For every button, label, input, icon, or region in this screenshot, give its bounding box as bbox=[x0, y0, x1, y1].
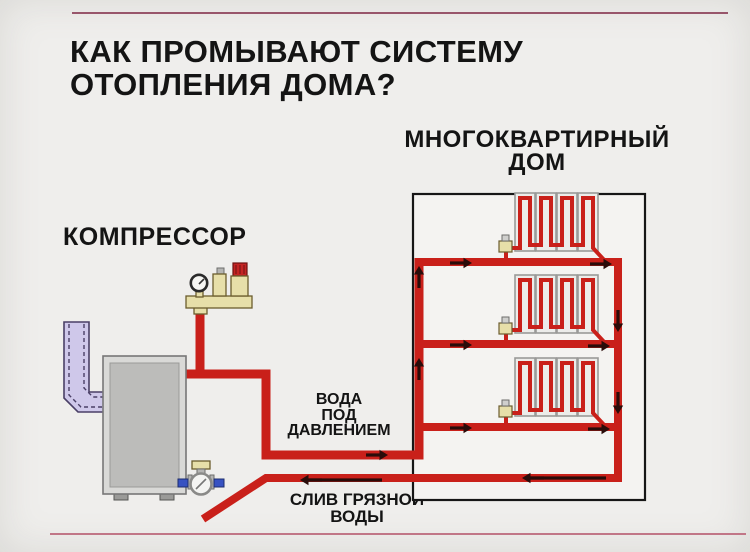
compressor-tank bbox=[102, 355, 187, 501]
manifold-bar bbox=[185, 295, 253, 309]
pressure-manifold bbox=[185, 262, 253, 315]
pressure-label-line-1: ВОДА bbox=[315, 391, 363, 408]
page-title: КАК ПРОМЫВАЮТ СИСТЕМУ ОТОПЛЕНИЯ ДОМА? bbox=[70, 34, 524, 102]
bottom-divider bbox=[50, 533, 746, 535]
pipework bbox=[184, 258, 622, 523]
building-label-line-1: МНОГОКВАРТИРНЫЙ bbox=[404, 126, 670, 153]
title-line-1: КАК ПРОМЫВАЮТ СИСТЕМУ bbox=[70, 34, 524, 69]
drain-water-label: СЛИВ ГРЯЗНОЙ ВОДЫ bbox=[281, 491, 433, 526]
top-divider bbox=[72, 12, 728, 14]
pressure-gauge-icon bbox=[189, 273, 209, 298]
flow-arrows bbox=[300, 257, 624, 486]
pressure-water-label: ВОДА ПОД ДАВЛЕНИЕМ bbox=[278, 392, 400, 439]
drain-label-line-1: СЛИВ ГРЯЗНОЙ bbox=[289, 490, 425, 509]
drain-pipe bbox=[200, 258, 622, 523]
pressure-label-line-2: ПОД bbox=[321, 406, 357, 424]
air-vent-icon bbox=[212, 267, 227, 297]
water-meter-icon bbox=[177, 460, 225, 496]
title-line-2: ОТОПЛЕНИЯ ДОМА? bbox=[70, 66, 397, 102]
compressor-label: КОМПРЕССОР bbox=[63, 223, 247, 251]
drain-label-line-2: ВОДЫ bbox=[330, 507, 384, 527]
pressure-label-line-3: ДАВЛЕНИЕМ bbox=[287, 422, 391, 440]
building-label: МНОГОКВАРТИРНЫЙ ДОМ bbox=[398, 126, 676, 176]
supply-pipe bbox=[184, 258, 424, 460]
safety-valve-icon bbox=[230, 262, 249, 297]
building-label-line-2: ДОМ bbox=[508, 148, 566, 176]
